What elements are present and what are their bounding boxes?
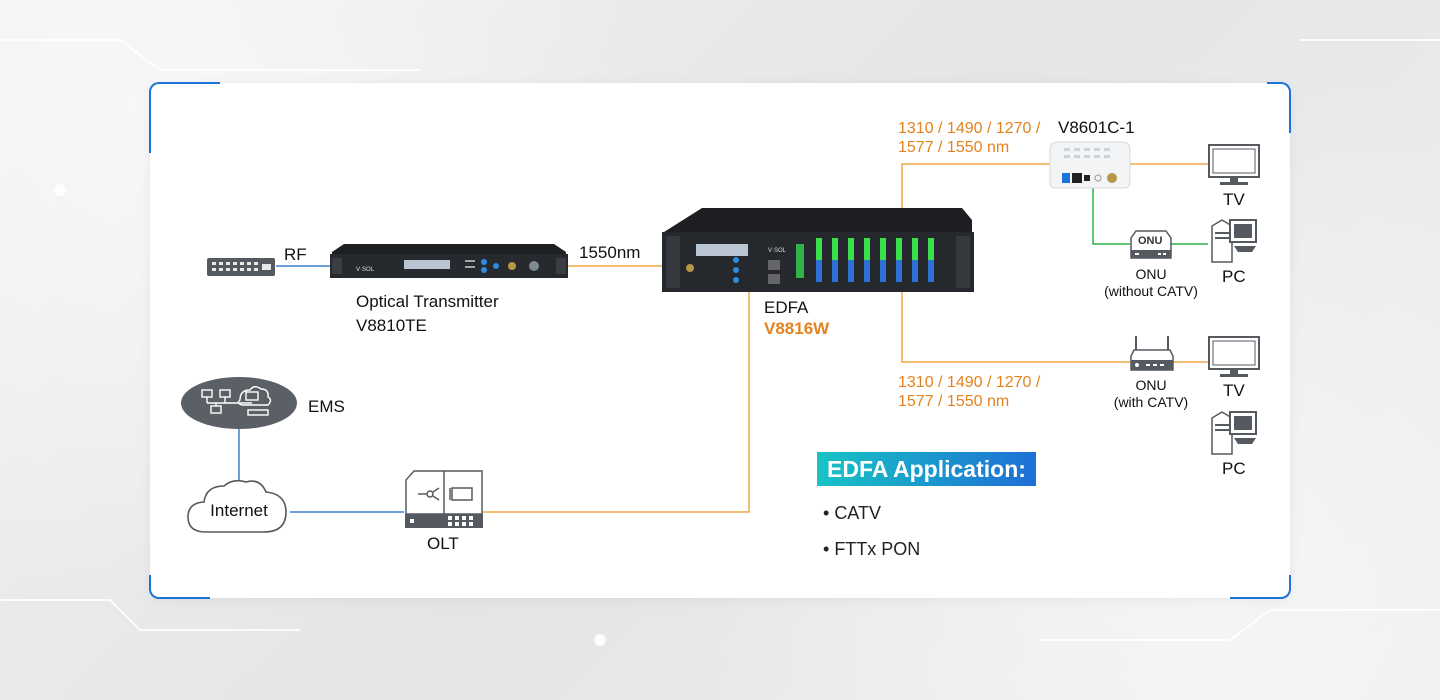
wavelengths-bottom-line2: 1577 / 1550 nm (898, 393, 1010, 410)
svg-text:V·SOL: V·SOL (356, 267, 375, 273)
card-edge-accent-top (170, 82, 220, 84)
wire-edfa-to-olt (482, 292, 750, 513)
application-item: • CATV (823, 503, 881, 523)
svg-text:V·SOL: V·SOL (768, 248, 787, 254)
card-corner-top-left (149, 82, 173, 106)
pc-bottom-label: PC (1222, 459, 1246, 478)
cloud-icon (187, 479, 287, 533)
wire-onu-to-onu-green (1092, 188, 1130, 245)
application-item-label: CATV (834, 503, 881, 523)
tv-bottom-label: TV (1223, 381, 1245, 400)
transmitter-name-label: Optical Transmitter (356, 292, 499, 311)
application-title: EDFA Application: (817, 452, 1036, 486)
edfa-model-label: V8816W (764, 319, 830, 338)
transmitter-model-label: V8810TE (356, 316, 427, 335)
card-edge-accent-bottom (170, 597, 210, 599)
onu-catv-line1: ONU (1135, 377, 1167, 393)
wire-edfa-to-onu-catv (901, 290, 1130, 363)
card-corner-bottom-right (1267, 575, 1291, 599)
onu-badge-label: ONU (1138, 235, 1163, 247)
wavelength-1550-label: 1550nm (579, 243, 641, 262)
application-item: • FTTx PON (823, 539, 921, 559)
wire-edfa-to-onu-top (901, 163, 1050, 210)
onu-catv-device-icon (1049, 141, 1131, 189)
olt-device-icon (405, 470, 483, 528)
card-edge-accent-left (149, 103, 151, 153)
rack-transmitter-icon: V·SOL (330, 244, 568, 278)
wavelengths-top-line1: 1310 / 1490 / 1270 / (898, 120, 1041, 137)
olt-label: OLT (427, 534, 459, 553)
pc-top-label: PC (1222, 267, 1246, 286)
wavelengths-bottom-line1: 1310 / 1490 / 1270 / (898, 374, 1041, 391)
rack-edfa-icon: V·SOL (662, 208, 974, 292)
onu-model-label: V8601C-1 (1058, 118, 1135, 137)
network-switch-icon (207, 258, 275, 276)
ems-label: EMS (308, 397, 345, 416)
rf-label: RF (284, 245, 307, 264)
card-corner-bottom-left (149, 575, 173, 599)
card-corner-top-right (1267, 82, 1291, 106)
onu-no-catv-line2: (without CATV) (1104, 283, 1198, 299)
onu-catv-line2: (with CATV) (1113, 394, 1189, 410)
onu-box-icon (1130, 230, 1172, 259)
tv-top-label: TV (1223, 190, 1245, 209)
wavelengths-top-line2: 1577 / 1550 nm (898, 139, 1010, 156)
router-icon (1130, 336, 1174, 371)
monitor-icon (1208, 336, 1260, 377)
card-edge-accent-bottom-right (1230, 597, 1270, 599)
desktop-pc-icon (1211, 411, 1257, 455)
onu-no-catv-line1: ONU (1135, 266, 1167, 282)
monitor-icon (1208, 144, 1260, 185)
application-item-label: FTTx PON (834, 539, 921, 559)
edfa-name-label: EDFA (764, 298, 809, 317)
card-edge-accent-right (1289, 103, 1291, 133)
internet-label: Internet (210, 501, 268, 520)
desktop-pc-icon (1211, 219, 1257, 263)
ems-cloud-network-icon (181, 377, 297, 429)
